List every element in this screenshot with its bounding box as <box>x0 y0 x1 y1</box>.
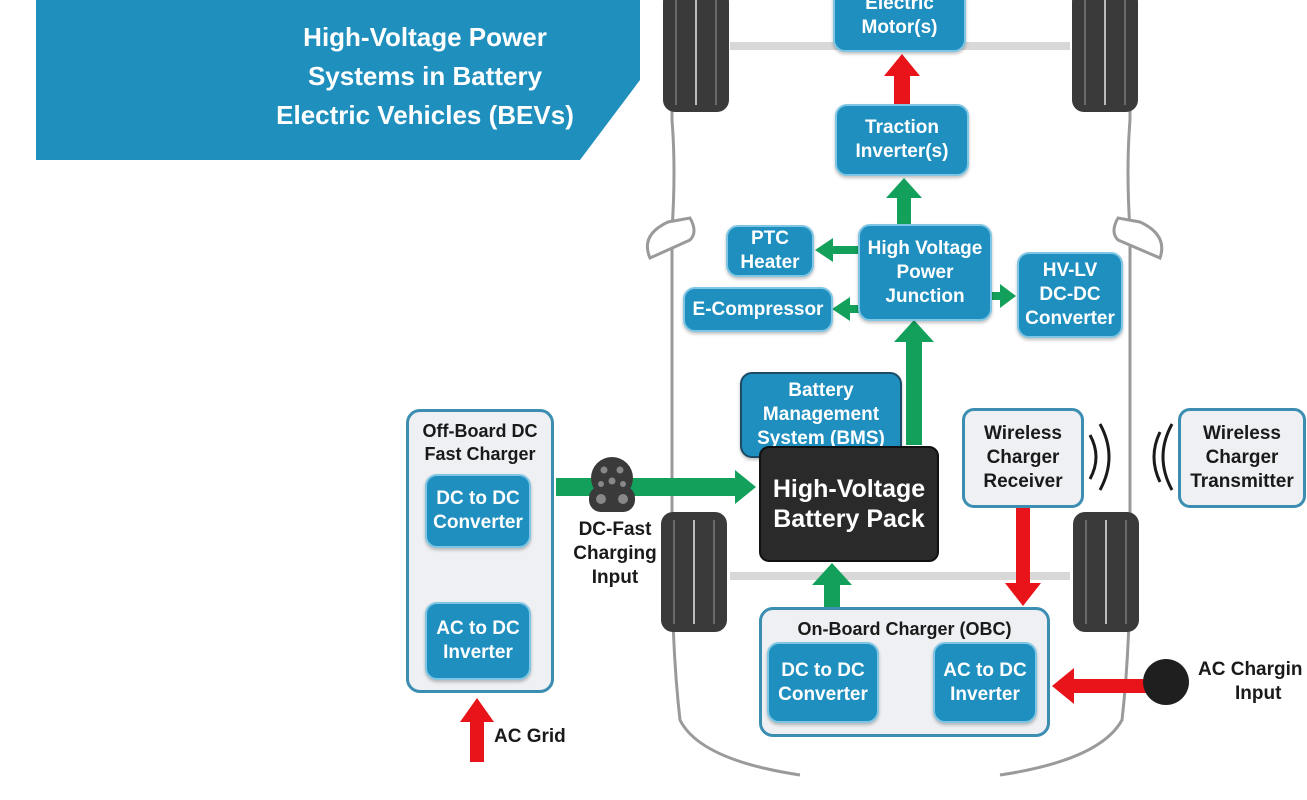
bms-box: Battery Management System (BMS) <box>740 372 902 458</box>
onboard-charger-title: On-Board Charger (OBC) <box>797 619 1012 639</box>
hv-battery-pack: High-Voltage Battery Pack <box>759 446 939 562</box>
offboard-dcdc-converter-box: DC to DC Converter <box>425 474 531 548</box>
obc-dcdc-converter-box: DC to DC Converter <box>767 642 879 723</box>
e-compressor-box: E-Compressor <box>683 287 833 332</box>
hv-power-junction-box: High Voltage Power Junction <box>858 224 992 321</box>
page-title: High-Voltage Power Systems in Battery El… <box>276 22 574 130</box>
arrow-acinput-to-obc <box>1052 668 1150 704</box>
dc-fast-charging-input-label: DC-Fast Charging Input <box>573 519 657 588</box>
electric-motor-box: Electric Motor(s) <box>833 0 966 52</box>
ac-charging-plug-icon <box>1143 659 1189 705</box>
traction-inverter-box: Traction Inverter(s) <box>835 104 969 176</box>
arrow-junction-to-ptc <box>815 238 858 262</box>
arrow-acgrid-to-offboard <box>460 698 494 762</box>
offboard-acdc-inverter-box: AC to DC Inverter <box>425 602 531 680</box>
wireless-charger-transmitter: Wireless Charger Transmitter <box>1178 408 1306 508</box>
wheel-rear-right <box>1073 512 1139 632</box>
arrow-junction-to-inverter <box>886 178 922 224</box>
obc-acdc-inverter-box: AC to DC Inverter <box>933 642 1037 723</box>
wheel-rear-left <box>661 512 727 632</box>
offboard-fast-charger-title: Off-Board DC Fast Charger <box>422 421 538 464</box>
wireless-waves <box>1088 423 1174 491</box>
ptc-heater-box: PTC Heater <box>726 225 814 277</box>
arrow-inverter-to-motor <box>884 54 920 104</box>
mirror-right <box>1112 216 1164 261</box>
mirror-left <box>645 216 696 260</box>
wheel-front-right <box>1072 0 1138 112</box>
dc-fast-connector-icon <box>589 457 635 512</box>
arrow-receiver-to-obc <box>1005 508 1041 606</box>
wireless-charger-receiver: Wireless Charger Receiver <box>962 408 1084 508</box>
ac-charging-input-label: AC Chargin Input <box>1198 659 1303 704</box>
arrow-junction-to-hvlv <box>992 284 1016 308</box>
rear-axle <box>730 572 1070 580</box>
arrow-obc-to-pack <box>812 563 852 608</box>
ac-grid-label: AC Grid <box>494 726 566 747</box>
wheel-front-left <box>663 0 729 112</box>
arrow-fastcharger-to-pack <box>556 470 756 504</box>
hv-lv-dcdc-converter-box: HV-LV DC-DC Converter <box>1017 252 1123 338</box>
